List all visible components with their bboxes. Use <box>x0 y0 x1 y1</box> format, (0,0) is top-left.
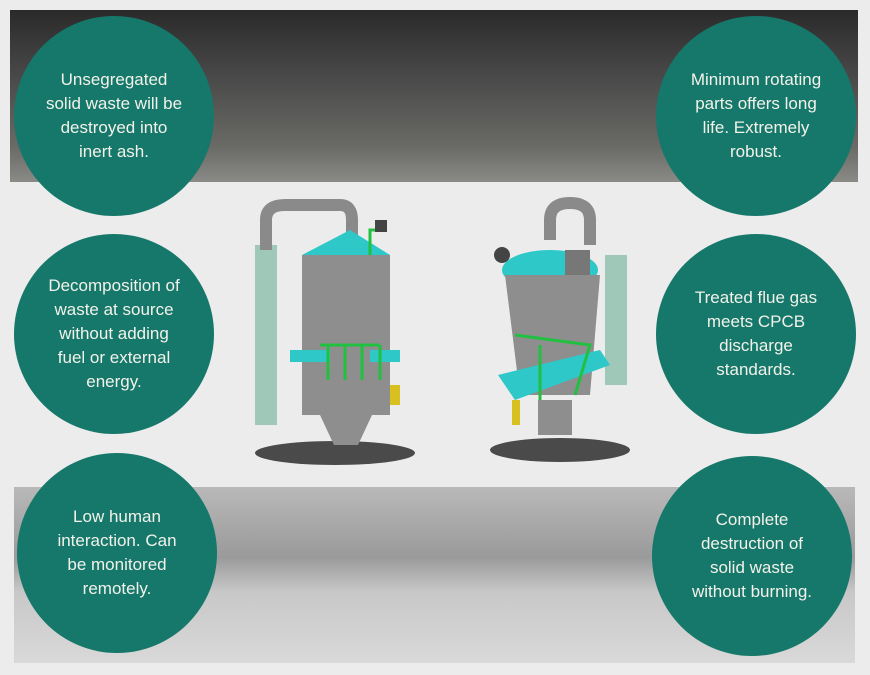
feature-circle-bottom-left: Low human interaction. Can be monitored … <box>17 453 217 653</box>
feature-circle-top-left: Unsegregated solid waste will be destroy… <box>14 16 214 216</box>
feature-text: Low human interaction. Can be monitored … <box>57 507 177 598</box>
incinerator-front-view <box>255 199 415 465</box>
feature-circle-bottom-right: Complete destruction of solid waste with… <box>652 456 852 656</box>
feature-text: Decomposition of waste at source without… <box>48 276 180 391</box>
feature-circle-top-right: Minimum rotating parts offers long life.… <box>656 16 856 216</box>
feature-circle-middle-right: Treated flue gas meets CPCB discharge st… <box>656 234 856 434</box>
feature-text: Complete destruction of solid waste with… <box>691 510 813 601</box>
incinerator-side-view <box>490 196 630 462</box>
feature-text: Minimum rotating parts offers long life.… <box>690 70 822 161</box>
feature-text: Unsegregated solid waste will be destroy… <box>45 70 183 161</box>
feature-text: Treated flue gas meets CPCB discharge st… <box>694 288 818 379</box>
feature-circle-middle-left: Decomposition of waste at source without… <box>14 234 214 434</box>
